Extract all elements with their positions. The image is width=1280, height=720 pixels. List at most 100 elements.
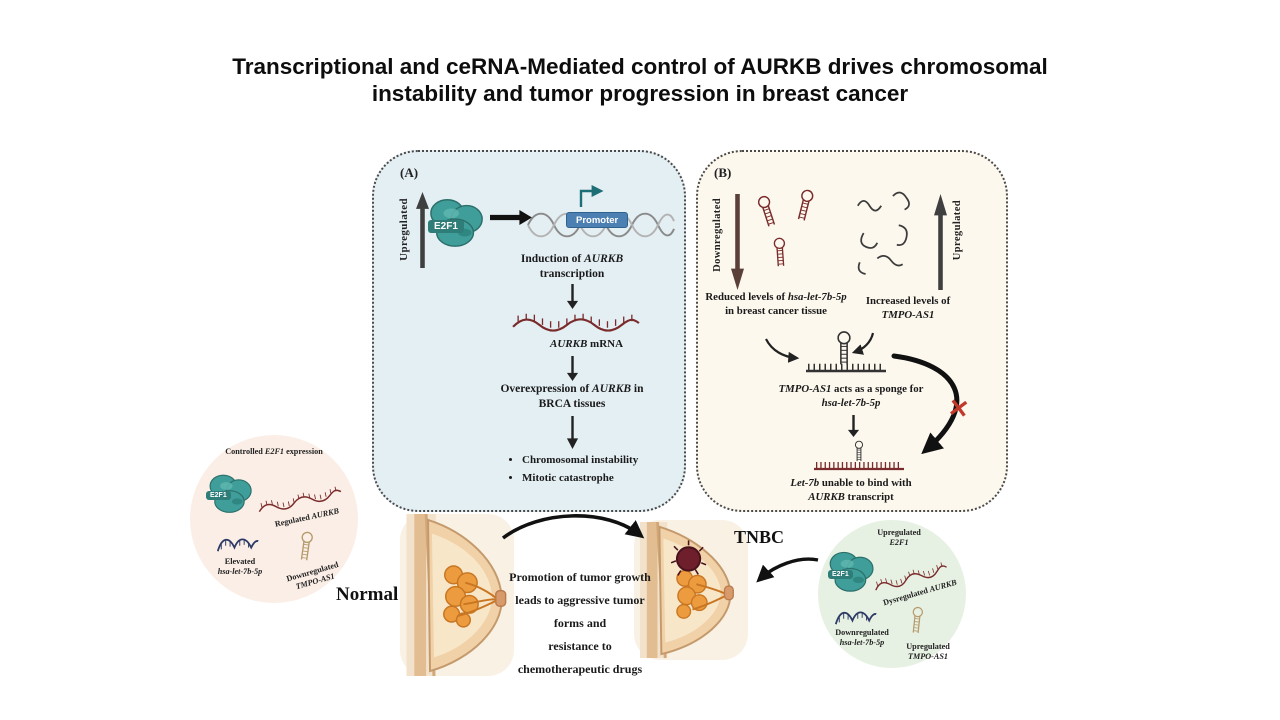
caption-line: Promotion of tumor growth xyxy=(509,570,651,584)
text-part: hsa-let-7b-5p xyxy=(839,638,885,648)
upregulated-tmpo-caption: Upregulated TMPO-AS1 xyxy=(892,642,964,663)
aurkb-mrna-icon xyxy=(510,310,642,338)
text-part: TMPO-AS1 xyxy=(778,383,832,395)
e2f1-protein: E2F1 xyxy=(826,546,878,598)
text-part: hsa-let-7b-5p xyxy=(217,567,263,577)
text-part: hsa-let-7b-5p xyxy=(787,291,847,303)
mammary-gland-icon xyxy=(676,569,708,619)
panel-a: (A) Upregulated E2F1 Promoter Induction … xyxy=(372,150,686,512)
blocked-cross-icon: ✕ xyxy=(946,393,971,425)
promotion-caption: Promotion of tumor growth leads to aggre… xyxy=(498,570,662,685)
tnbc-state-arrow-icon xyxy=(756,557,819,583)
induction-caption: Induction of AURKB transcription xyxy=(507,252,637,282)
text-part: in BRCA tissues xyxy=(538,383,644,410)
milk-ducts-icon xyxy=(457,581,498,618)
tmpo-as1-hairpin-icon xyxy=(291,526,320,567)
text-part: AURKB xyxy=(310,506,340,521)
tmpo-as1-hairpin-icon xyxy=(904,601,930,639)
text-part: Controlled xyxy=(225,447,265,456)
normal-label: Normal xyxy=(336,584,399,605)
text-part: transcription xyxy=(539,267,605,280)
text-part: E2F1 xyxy=(889,538,909,548)
downregulated-arrow-icon xyxy=(731,194,744,290)
text-part: Let-7b xyxy=(790,477,820,489)
text-part: AURKB xyxy=(550,338,588,350)
flow-arrow-icon xyxy=(566,356,579,381)
elevated-let7b-caption: Elevated hsa-let-7b-5p xyxy=(198,557,282,578)
caption-line: chemotherapeutic drugs xyxy=(517,662,643,676)
e2f1-label: E2F1 xyxy=(828,570,853,579)
text-part: AURKB xyxy=(584,253,624,265)
text-part: Downregulated xyxy=(835,628,889,637)
downregulated-let7b-caption: Downregulated hsa-let-7b-5p xyxy=(818,628,906,649)
overexpression-caption: Overexpression of AURKB in BRCA tissues xyxy=(494,382,650,412)
upregulated-axis-label: Upregulated xyxy=(398,198,410,261)
consequences-list: Chromosomal instability Mitotic catastro… xyxy=(522,454,692,490)
converge-arrow-icon xyxy=(851,332,875,355)
mirna-hairpin-icon xyxy=(788,185,821,224)
tnbc-state-circle: Upregulated E2F1 E2F1 Dysregulated AURKB… xyxy=(818,520,966,668)
figure-title: Transcriptional and ceRNA-Mediated contr… xyxy=(140,53,1140,108)
mirna-hairpin-icon xyxy=(749,191,784,231)
text-part: E2F1 xyxy=(264,447,285,456)
panel-b: (B) Downregulated Upregulated Reduced le… xyxy=(696,150,1008,512)
sponge-caption: TMPO-AS1 acts as a sponge for hsa-let-7b… xyxy=(776,382,926,410)
lncrna-strands-icon xyxy=(857,191,910,275)
text-part: Increased levels of xyxy=(865,295,951,307)
flow-arrow-icon xyxy=(566,284,579,309)
let7b-mirna-icon xyxy=(834,606,878,626)
list-item: Mitotic catastrophe xyxy=(522,472,692,484)
caption-line: resistance to xyxy=(548,639,612,653)
progression-arrow-icon xyxy=(501,514,645,540)
e2f1-protein: E2F1 xyxy=(206,469,256,519)
transcription-start-arrow-icon xyxy=(579,185,604,207)
text-part: Upregulated xyxy=(906,642,950,651)
nipple-icon xyxy=(723,585,734,601)
text-part: Upregulated xyxy=(877,528,921,537)
panel-b-label: (B) xyxy=(714,165,732,180)
tnbc-label: TNBC xyxy=(734,527,785,547)
caption-line: leads to aggressive tumor xyxy=(515,593,645,607)
promoter-dna: Promoter xyxy=(526,185,676,248)
text-part: TMPO-AS1 xyxy=(907,652,949,662)
upregulated-axis-label: Upregulated xyxy=(952,200,963,261)
upregulated-e2f1-caption: Upregulated E2F1 xyxy=(854,528,944,549)
text-part: Overexpression of xyxy=(500,383,593,395)
tnbc-breast-illustration xyxy=(640,521,734,659)
converge-arrow-icon xyxy=(765,338,800,363)
title-line-1: Transcriptional and ceRNA-Mediated contr… xyxy=(232,54,1048,79)
title-line-2: instability and tumor progression in bre… xyxy=(371,81,909,107)
text-part: acts as a sponge for xyxy=(831,383,924,395)
text-part: unable to bind with xyxy=(819,477,912,489)
text-part: mRNA xyxy=(587,338,624,350)
milk-ducts-icon xyxy=(692,583,726,611)
mrna-caption: AURKB mRNA xyxy=(550,338,623,350)
panel-a-label: (A) xyxy=(400,165,419,180)
let7b-mirna-icon xyxy=(216,533,260,553)
upregulated-arrow-icon xyxy=(934,194,947,290)
promoter-label: Promoter xyxy=(566,212,629,228)
text-part: expression xyxy=(284,447,323,456)
flow-arrow-icon xyxy=(847,415,860,437)
text-part: AURKB xyxy=(592,383,632,395)
aurkb-transcript-icon xyxy=(814,440,904,471)
tumor-icon xyxy=(670,540,707,576)
increased-levels-caption: Increased levels of TMPO-AS1 xyxy=(854,294,962,322)
controlled-e2f1-caption: Controlled E2F1 expression xyxy=(218,447,330,457)
downregulated-axis-label: Downregulated xyxy=(712,198,723,272)
mirna-hairpin-icon xyxy=(767,235,793,269)
normal-state-circle: Controlled E2F1 expression E2F1 Regulate… xyxy=(190,435,358,603)
e2f1-label: E2F1 xyxy=(428,220,464,233)
nipple-icon xyxy=(495,589,507,608)
e2f1-label: E2F1 xyxy=(206,491,231,500)
list-item: Chromosomal instability xyxy=(522,454,692,466)
reduced-levels-caption: Reduced levels of hsa-let-7b-5p in breas… xyxy=(702,290,850,318)
text-part: transcript xyxy=(844,491,894,504)
blocked-binding-arrow-icon xyxy=(891,353,960,455)
normal-breast-illustration xyxy=(406,513,507,677)
text-part: AURKB xyxy=(808,491,845,504)
text-part: in breast cancer tissue xyxy=(725,305,827,318)
text-part: Induction of xyxy=(520,253,585,265)
text-part: hsa-let-7b-5p xyxy=(821,397,881,410)
